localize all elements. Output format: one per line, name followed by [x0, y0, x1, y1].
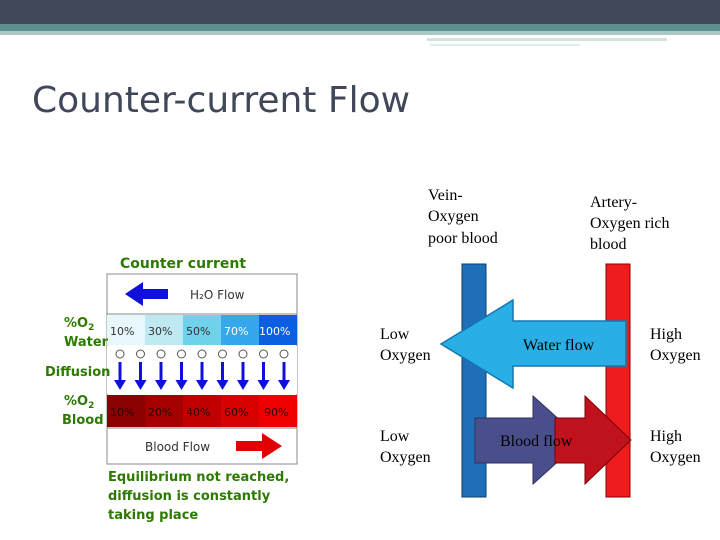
artery-label-line2: Oxygen rich [590, 215, 670, 232]
diffusion-arrow-down-icon [278, 380, 290, 390]
low-oxygen-bottom-line1: Low [380, 428, 410, 445]
vein-label-line3: poor blood [428, 230, 498, 247]
row-label-water-o2-line1: %O2 [64, 316, 94, 333]
artery-vessel [605, 263, 631, 498]
header-stripe-light [0, 31, 720, 35]
high-oxygen-bottom-line1: High [650, 428, 682, 445]
water-pct-2: 30% [148, 325, 172, 338]
water-pct-3: 50% [186, 325, 210, 338]
row-label-diffusion: Diffusion [45, 365, 110, 380]
row-label-blood-o2-line1: %O2 [64, 394, 94, 411]
artery-label-line3: blood [590, 236, 627, 253]
diffusion-row [107, 346, 297, 394]
row-label-blood-o2-line2: Blood [62, 413, 104, 428]
water-cell-4 [221, 315, 259, 345]
water-cell-5 [259, 315, 297, 345]
high-oxygen-top-line1: High [650, 326, 682, 343]
blood-flow-row [106, 427, 298, 465]
vein-label-line2: Oxygen [428, 208, 479, 225]
diffusion-arrows [114, 349, 290, 390]
low-oxygen-top-line2: Oxygen [380, 347, 431, 364]
o2-bubble-icon [279, 349, 289, 359]
blood-percent-row: 10% 20% 40% 60% 90% [107, 395, 297, 427]
blood-pct-5: 90% [264, 406, 288, 419]
blood-pct-1: 10% [110, 406, 134, 419]
o2-bubble-icon [136, 349, 145, 359]
water-cell-1 [107, 315, 145, 345]
diffusion-arrow-down-icon [196, 380, 208, 390]
diffusion-arrow-down-icon [237, 380, 249, 390]
slide-title: Counter-current Flow [32, 80, 411, 121]
low-oxygen-bottom-line2: Oxygen [380, 449, 431, 466]
water-flow-arrow-icon [439, 298, 627, 390]
caption-line-1: Equilibrium not reached, [108, 470, 289, 485]
caption-line-2: diffusion is constantly [108, 489, 271, 504]
blood-flow-arrow-front-icon [554, 394, 632, 486]
o2-bubble-icon [197, 349, 207, 359]
diffusion-arrow-down-icon [134, 380, 147, 390]
diffusion-arrow-down-icon [257, 380, 270, 390]
high-oxygen-top-line2: Oxygen [650, 347, 701, 364]
blood-cell-2 [145, 395, 183, 427]
blood-pct-2: 20% [148, 406, 172, 419]
blood-cell-3 [183, 395, 221, 427]
water-cell-3 [183, 315, 221, 345]
blood-flow-arrow-icon [236, 433, 282, 459]
header-accent-line [427, 38, 667, 41]
low-oxygen-top-line1: Low [380, 326, 410, 343]
o2-bubble-icon [115, 349, 125, 359]
h2o-flow-arrow-icon [125, 282, 168, 306]
header-bar [0, 0, 720, 24]
left-fig-heading: Counter current [120, 256, 246, 272]
water-pct-4: 70% [224, 325, 248, 338]
blood-pct-3: 40% [186, 406, 210, 419]
artery-label-line1: Artery- [590, 194, 638, 211]
blood-cell-4 [221, 395, 259, 427]
water-cell-2 [145, 315, 183, 345]
o2-bubble-icon [218, 349, 227, 359]
header-stripe [0, 24, 720, 31]
o2-bubble-icon [156, 349, 166, 359]
row-label-water-o2-line2: Water [64, 335, 109, 350]
header-accent-line-short [430, 44, 580, 46]
water-pct-5: 100% [259, 325, 290, 338]
blood-cell-1 [107, 395, 145, 427]
caption-line-3: taking place [108, 508, 198, 523]
high-oxygen-bottom-line2: Oxygen [650, 449, 701, 466]
blood-pct-4: 60% [224, 406, 248, 419]
o2-bubble-icon [177, 349, 186, 359]
vein-label-line1: Vein- [428, 187, 463, 204]
o2-bubble-icon [238, 349, 248, 359]
blood-flow-label-left: Blood Flow [145, 440, 210, 454]
o2-bubble-icon [259, 349, 268, 359]
diffusion-arrow-down-icon [216, 380, 229, 390]
water-percent-row: 10% 30% 50% 70% 100% [107, 315, 297, 345]
diffusion-arrow-down-icon [155, 380, 167, 390]
water-flow-label: Water flow [523, 337, 595, 354]
diffusion-arrow-down-icon [175, 380, 188, 390]
blood-flow-label: Blood flow [500, 433, 573, 450]
h2o-flow-label: H₂O Flow [190, 288, 245, 302]
water-pct-1: 10% [110, 325, 134, 338]
diffusion-arrow-down-icon [114, 380, 126, 390]
blood-cell-5 [259, 395, 297, 427]
